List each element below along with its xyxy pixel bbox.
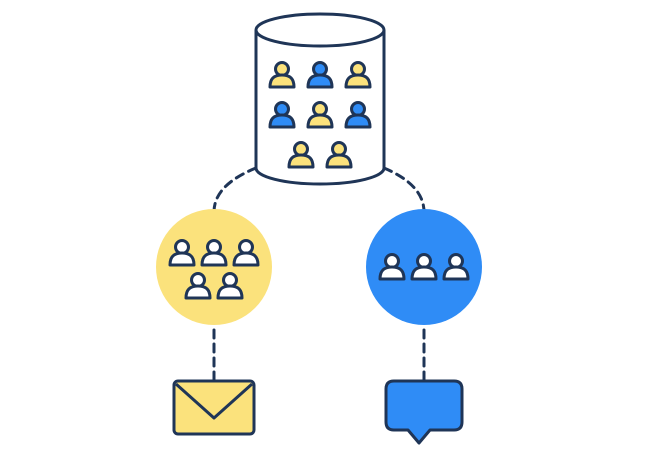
- blue-segment: [366, 209, 482, 325]
- envelope-flap: [174, 382, 254, 420]
- connectors: [212, 166, 426, 382]
- connector-database-to-blue-segment: [382, 166, 426, 214]
- connector-database-to-yellow-segment: [212, 166, 258, 214]
- database-icon: [254, 12, 386, 186]
- yellow-segment: [156, 209, 272, 325]
- blue-segment-people: [378, 253, 470, 281]
- chat-bubble-icon: [384, 379, 464, 445]
- chat-bubble-body: [384, 379, 464, 445]
- envelope-body: [172, 379, 256, 436]
- envelope-icon: [172, 379, 256, 436]
- database-top: [254, 12, 386, 48]
- yellow-segment-circle: [156, 209, 272, 325]
